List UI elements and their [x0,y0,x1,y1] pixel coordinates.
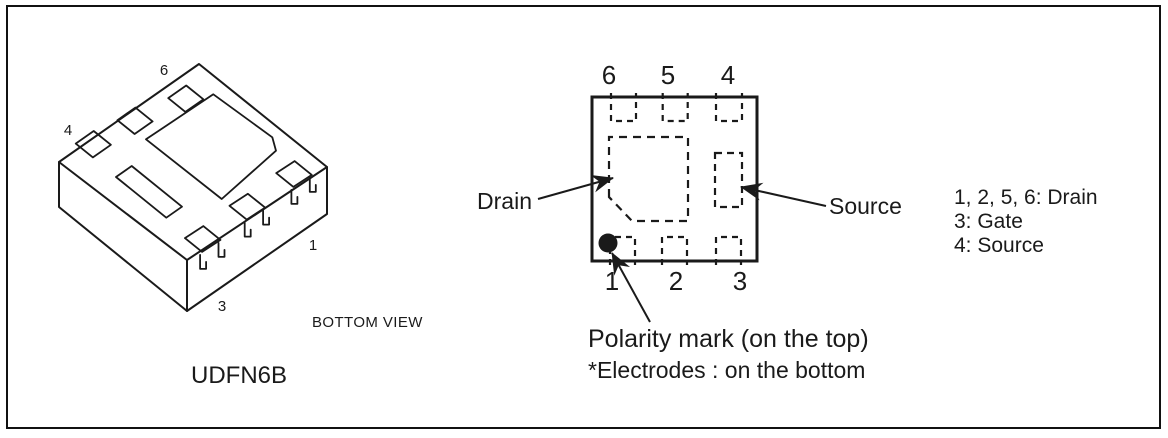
layout-pad-6 [609,93,638,123]
pin-number-bottom-2: 2 [668,266,684,296]
iso-pad-4 [74,130,112,159]
legend-line-gate: 3: Gate [954,210,1023,233]
legend-line-drain: 1, 2, 5, 6: Drain [954,186,1098,209]
polarity-arrow [611,252,651,323]
electrodes-note: *Electrodes : on the bottom [588,357,866,383]
package-body-outline [58,63,328,312]
iso-pin-label-1: 1 [309,237,317,254]
layout-source-pad [713,151,744,209]
iso-pin-label-3: 3 [218,298,226,315]
iso-pad-6 [167,84,205,113]
drain-label: Drain [477,188,532,214]
legend-line-source: 4: Source [954,234,1044,257]
iso-view-drawing: 6 4 1 3 [58,62,328,315]
drain-arrow [537,174,614,200]
source-arrow [740,182,827,207]
iso-pad-5 [116,106,154,135]
iso-lead-feet [199,177,317,270]
layout-pad-2 [660,235,689,265]
layout-pad-3 [714,235,743,265]
pin-number-top-6: 6 [601,60,617,90]
figure-border [6,5,1161,429]
iso-slot-pad [115,165,183,219]
source-label: Source [829,193,902,219]
pin-number-top-4: 4 [720,60,736,90]
iso-pad-3 [184,225,222,253]
iso-pad-2 [228,192,266,221]
pin-number-top-5: 5 [660,60,676,90]
package-name-label: UDFN6B [191,362,288,389]
iso-pin-label-6: 6 [160,62,168,79]
iso-pin-label-4: 4 [64,122,72,139]
package-body-edges [58,161,328,312]
pin-number-bottom-3: 3 [732,266,748,296]
iso-die-pad [145,93,277,200]
polarity-note: Polarity mark (on the top) [588,325,869,353]
bottom-view-label: BOTTOM VIEW [312,314,423,331]
layout-pad-5 [661,93,689,123]
polarity-mark-dot [598,233,618,253]
pin-assignment-legend: 1, 2, 5, 6: Drain 3: Gate 4: Source [954,186,1098,258]
layout-pad-4 [714,93,744,123]
pad-layout-diagram [537,93,827,323]
iso-pad-1 [275,160,313,188]
layout-drain-pad [607,135,690,223]
pin-number-bottom-1: 1 [604,266,620,296]
